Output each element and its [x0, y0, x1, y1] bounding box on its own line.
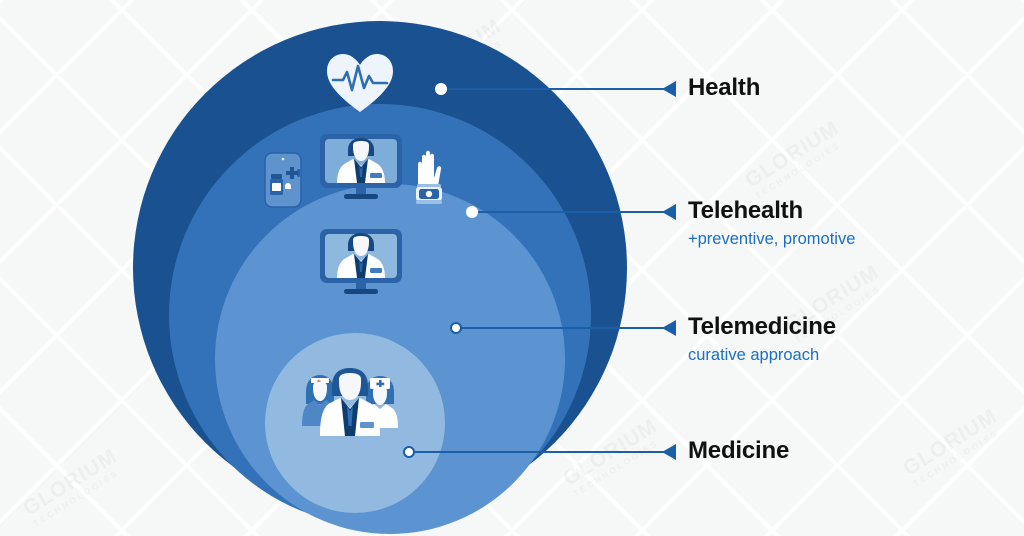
connector-line [435, 88, 675, 90]
connector-line [466, 211, 675, 213]
arrow-icon [662, 444, 676, 460]
label-telemedicine: Telemedicine curative approach [688, 313, 836, 365]
medical-team-icon [302, 368, 398, 436]
connector-telemedicine [450, 316, 676, 340]
doctor-on-monitor-icon [320, 229, 402, 294]
heart-ecg-icon [327, 54, 393, 112]
connector-line [450, 327, 675, 329]
label-medicine: Medicine [688, 437, 790, 464]
connector-dot-telehealth [466, 206, 478, 218]
label-telehealth-title: Telehealth [688, 197, 803, 224]
label-telemedicine-subtitle: curative approach [688, 346, 820, 365]
label-telemedicine-title: Telemedicine [688, 313, 836, 340]
label-medicine-title: Medicine [688, 437, 790, 464]
connector-dot-health [435, 83, 447, 95]
arrow-icon [662, 320, 676, 336]
connector-health [435, 77, 676, 101]
connector-dot-telemedicine [450, 322, 462, 334]
doctor-on-monitor-icon [320, 134, 402, 199]
arrow-icon [662, 204, 676, 220]
connector-line [403, 451, 675, 453]
connector-telehealth [466, 200, 676, 224]
arrow-icon [662, 81, 676, 97]
label-health-title: Health [688, 74, 761, 101]
smartwatch-hand-icon [416, 150, 442, 204]
mobile-pharmacy-icon [264, 152, 302, 208]
label-health: Health [688, 74, 761, 101]
connector-medicine [403, 440, 676, 464]
label-telehealth: Telehealth +preventive, promotive [688, 197, 856, 249]
connector-dot-medicine [403, 446, 415, 458]
label-telehealth-subtitle: +preventive, promotive [688, 230, 856, 249]
